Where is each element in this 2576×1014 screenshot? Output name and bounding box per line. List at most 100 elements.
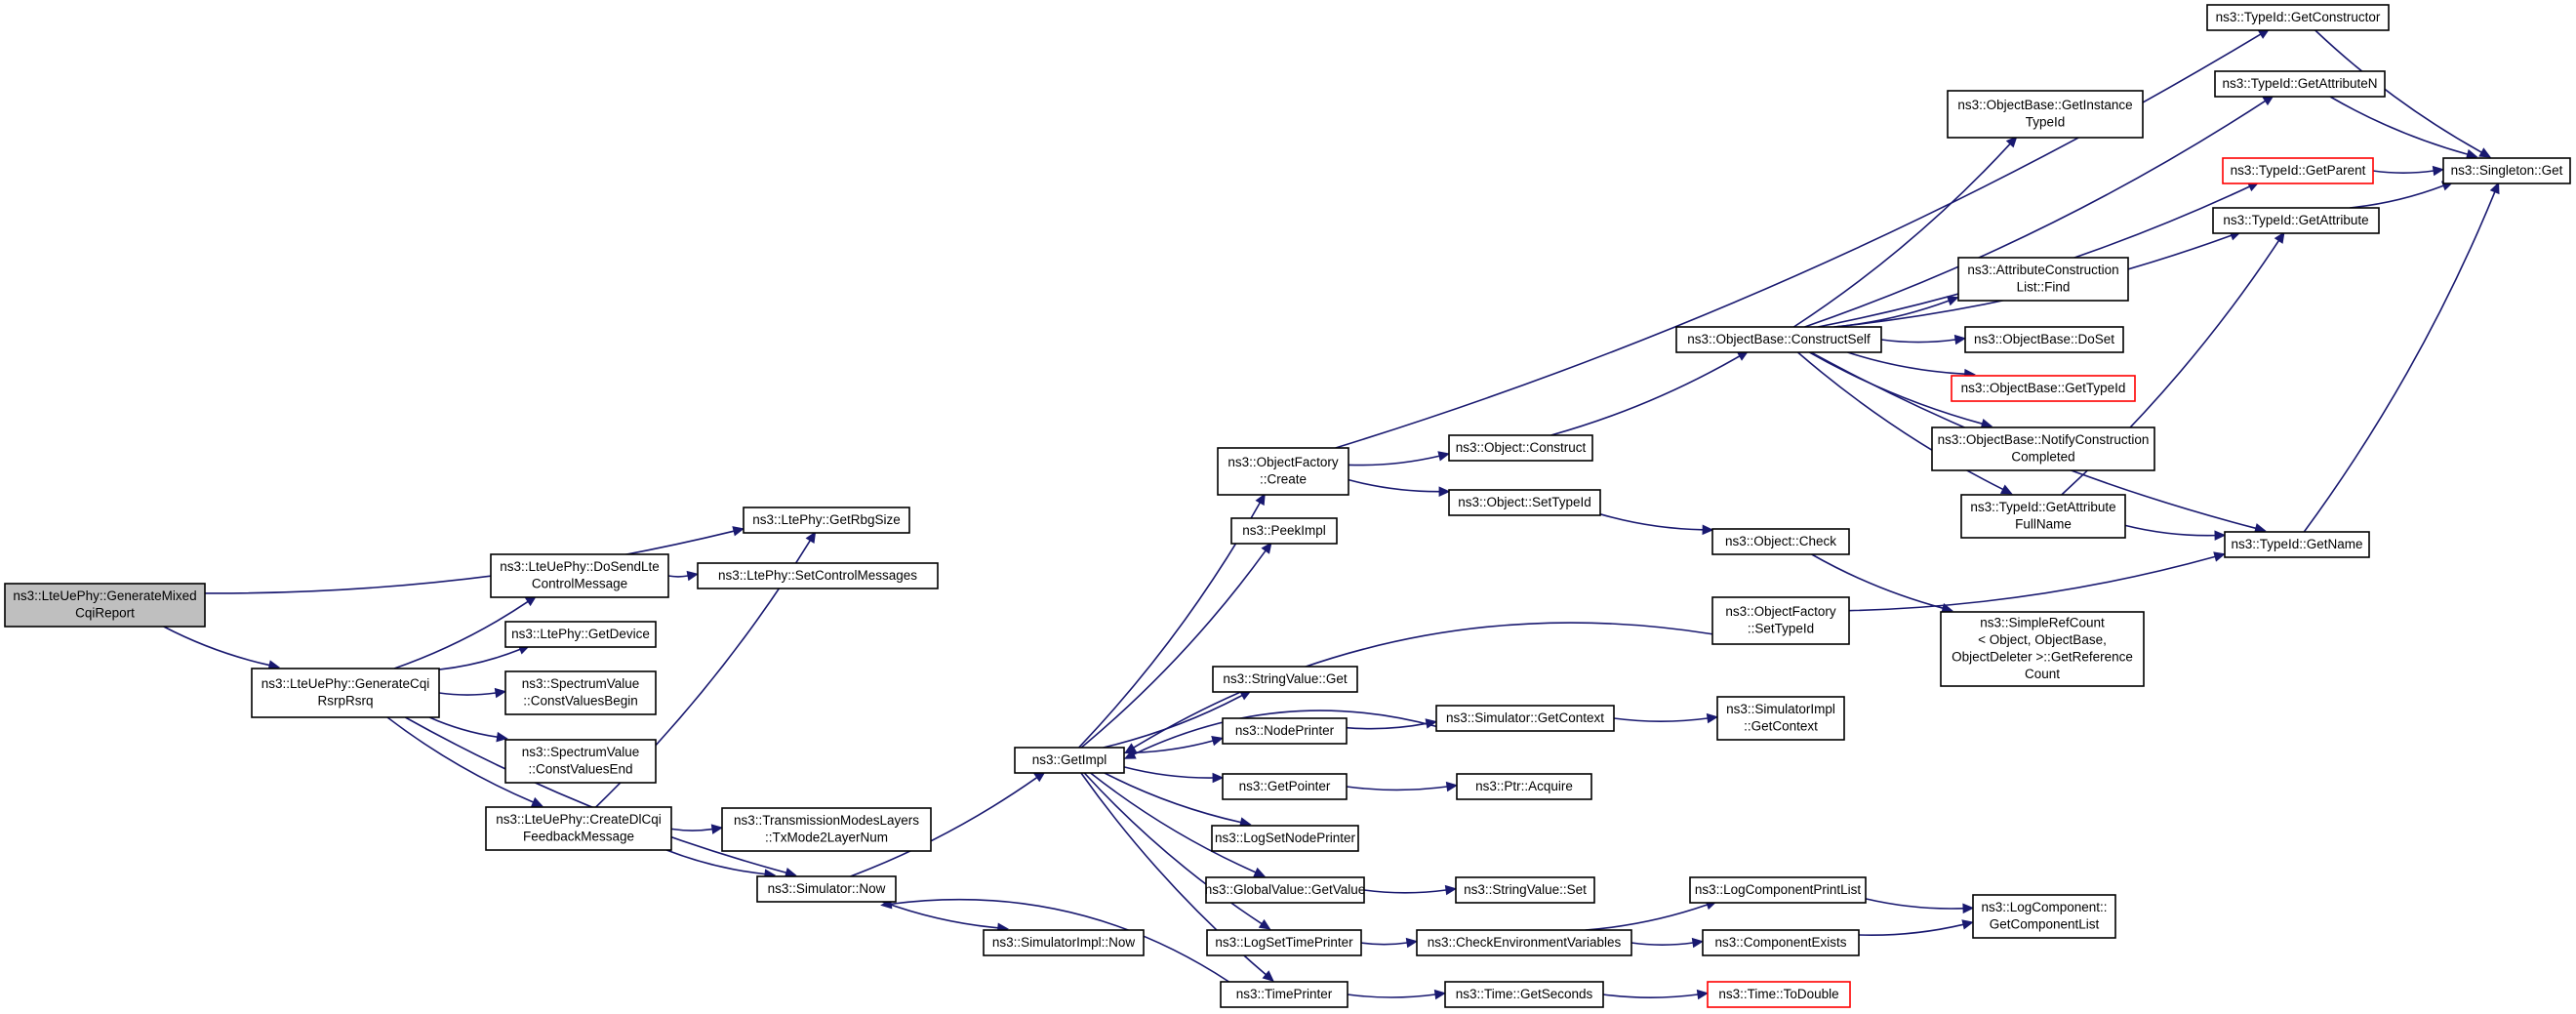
- node-box: [1448, 434, 1593, 462]
- node-box: [504, 621, 657, 648]
- node-ns3-simulator-getcontext[interactable]: ns3::Simulator::GetContext: [1435, 705, 1615, 732]
- node-label: ns3::ComponentExists: [1714, 935, 1846, 950]
- node-ns3-object-settypeid[interactable]: ns3::Object::SetTypeId: [1448, 489, 1601, 516]
- node-ns3-transmissionmodeslayers-txmode2layernum[interactable]: ns3::TransmissionModesLayers::TxMode2Lay…: [721, 807, 932, 852]
- node-ns3-object-check[interactable]: ns3::Object::Check: [1711, 528, 1850, 555]
- node-ns3-stringvalue-set[interactable]: ns3::StringValue::Set: [1455, 876, 1595, 904]
- node-label: ns3::LteUePhy::CreateDlCqi: [496, 812, 662, 827]
- edge-n29-to-n39: [1847, 351, 1976, 380]
- node-label: FeedbackMessage: [523, 830, 634, 844]
- node-ns3-lteuephy-createdlcqifeedbackmessage[interactable]: ns3::LteUePhy::CreateDlCqiFeedbackMessag…: [485, 806, 672, 851]
- node-ns3-peekimpl[interactable]: ns3::PeekImpl: [1230, 517, 1338, 545]
- node-box: [2212, 207, 2380, 234]
- edge-n1-to-n7: [428, 716, 508, 743]
- edge-n29-to-n46: [1817, 182, 2260, 328]
- node-ns3-objectbase-notifyconstructioncompleted[interactable]: ns3::ObjectBase::NotifyConstructionCompl…: [1931, 426, 2155, 471]
- node-label: ns3::GetPointer: [1239, 779, 1331, 793]
- node-ns3-ltephy-setcontrolmessages[interactable]: ns3::LtePhy::SetControlMessages: [697, 562, 939, 589]
- node-ns3-logcomponentprintlist[interactable]: ns3::LogComponentPrintList: [1689, 876, 1867, 904]
- node-label: ns3::TypeId::GetAttributeN: [2222, 76, 2377, 91]
- node-ns3-ltephy-getrbgsize[interactable]: ns3::LtePhy::GetRbgSize: [743, 507, 910, 534]
- node-box: [2224, 531, 2370, 558]
- node-box: [1675, 326, 1882, 353]
- node-label: ns3::SimpleRefCount: [1980, 616, 2105, 630]
- node-box: [1964, 326, 2124, 353]
- node-ns3-globalvalue-getvalue[interactable]: ns3::GlobalValue::GetValue: [1205, 876, 1366, 904]
- node-ns3-objectbase-doset[interactable]: ns3::ObjectBase::DoSet: [1964, 326, 2124, 353]
- node-ns3-logcomponent-getcomponentlist[interactable]: ns3::LogComponent::GetComponentList: [1972, 894, 2116, 939]
- node-box: [2214, 70, 2386, 98]
- edge-n34-to-n43: [1858, 919, 1974, 936]
- node-box: [1206, 929, 1362, 956]
- node-box: [1711, 528, 1850, 555]
- node-ns3-checkenvironmentvariables[interactable]: ns3::CheckEnvironmentVariables: [1416, 929, 1632, 956]
- node-ns3-logsetnodeprinter[interactable]: ns3::LogSetNodePrinter: [1211, 825, 1359, 852]
- node-box: [697, 562, 939, 589]
- edge-n21-to-n28: [1347, 989, 1447, 1000]
- edge-n12-to-n18: [1104, 772, 1252, 828]
- node-label: ns3::LogSetTimePrinter: [1215, 935, 1353, 950]
- node-label: ::ConstValuesEnd: [528, 762, 632, 777]
- node-box: [490, 553, 669, 598]
- node-box: [983, 929, 1145, 956]
- node-ns3-time-getseconds[interactable]: ns3::Time::GetSeconds: [1444, 981, 1604, 1008]
- edge-n19-to-n26: [1363, 884, 1458, 896]
- node-ns3-typeid-getattributen[interactable]: ns3::TypeId::GetAttributeN: [2214, 70, 2386, 98]
- node-ns3-typeid-getconstructor[interactable]: ns3::TypeId::GetConstructor: [2206, 4, 2390, 31]
- node-ns3-spectrumvalue-constvaluesbegin[interactable]: ns3::SpectrumValue::ConstValuesBegin: [504, 670, 657, 715]
- node-ns3-simulator-now[interactable]: ns3::Simulator::Now: [756, 875, 897, 903]
- edge-n1-to-n5: [438, 644, 531, 670]
- node-label: FullName: [2015, 517, 2072, 532]
- node-ns3-getimpl[interactable]: ns3::GetImpl: [1014, 747, 1125, 774]
- node-ns3-timeprinter[interactable]: ns3::TimePrinter: [1220, 981, 1348, 1008]
- node-box: [1205, 876, 1365, 904]
- node-ns3-objectfactory-create[interactable]: ns3::ObjectFactory::Create: [1217, 447, 1349, 496]
- node-label: < Object, ObjectBase,: [1978, 632, 2107, 647]
- node-label: ns3::TypeId::GetConstructor: [2216, 10, 2381, 24]
- node-label: ns3::SpectrumValue: [522, 745, 640, 759]
- node-box: [1212, 666, 1358, 693]
- node-ns3-objectfactory-settypeid[interactable]: ns3::ObjectFactory::SetTypeId: [1711, 596, 1850, 645]
- node-ns3-spectrumvalue-constvaluesend[interactable]: ns3::SpectrumValue::ConstValuesEnd: [504, 739, 657, 784]
- node-ns3-typeid-getattribute[interactable]: ns3::TypeId::GetAttribute: [2212, 207, 2380, 234]
- edge-n20-to-n27: [1360, 937, 1419, 949]
- node-box: [1220, 981, 1348, 1008]
- edge-n13-to-n22: [1348, 451, 1450, 466]
- node-ns3-componentexists[interactable]: ns3::ComponentExists: [1702, 929, 1860, 956]
- node-ns3-simulatorimpl-getcontext[interactable]: ns3::SimulatorImpl::GetContext: [1716, 696, 1845, 741]
- node-label: ns3::StringValue::Set: [1464, 882, 1587, 897]
- node-label: ns3::TypeId::GetAttribute: [2223, 213, 2368, 227]
- edge-n17-to-n25: [1346, 781, 1459, 792]
- node-box: [1211, 825, 1359, 852]
- node-ns3-getpointer[interactable]: ns3::GetPointer: [1222, 773, 1348, 800]
- node-label: ns3::Simulator::GetContext: [1446, 710, 1604, 725]
- node-ns3-singleton-get[interactable]: ns3::Singleton::Get: [2442, 157, 2571, 184]
- node-ns3-objectbase-gettypeid[interactable]: ns3::ObjectBase::GetTypeId: [1951, 375, 2136, 402]
- edge-n31-to-n12: [1124, 622, 1713, 753]
- node-ns3-ltephy-getdevice[interactable]: ns3::LtePhy::GetDevice: [504, 621, 657, 648]
- node-label: ns3::StringValue::Get: [1223, 671, 1348, 686]
- node-ns3-logsettimeprinter[interactable]: ns3::LogSetTimePrinter: [1206, 929, 1362, 956]
- edge-n45-to-n49: [2329, 96, 2478, 160]
- node-box: [1217, 447, 1349, 496]
- node-ns3-time-todouble[interactable]: ns3::Time::ToDouble: [1707, 981, 1851, 1008]
- node-ns3-object-construct[interactable]: ns3::Object::Construct: [1448, 434, 1593, 462]
- node-ns3-objectbase-constructself[interactable]: ns3::ObjectBase::ConstructSelf: [1675, 326, 1882, 353]
- node-ns3-nodeprinter[interactable]: ns3::NodePrinter: [1222, 717, 1348, 745]
- node-ns3-simplerefcount-object-objectbase-objectdeleter-getreferencecount[interactable]: ns3::SimpleRefCount< Object, ObjectBase,…: [1940, 611, 2145, 687]
- node-ns3-typeid-getparent[interactable]: ns3::TypeId::GetParent: [2222, 157, 2374, 184]
- node-label: ns3::ObjectBase::ConstructSelf: [1687, 332, 1871, 346]
- node-label: ns3::TypeId::GetParent: [2231, 163, 2366, 178]
- edge-n24-to-n32: [1613, 712, 1719, 724]
- node-ns3-stringvalue-get[interactable]: ns3::StringValue::Get: [1212, 666, 1358, 693]
- edge-n46-to-n49: [2372, 165, 2445, 177]
- node-ns3-typeid-getname[interactable]: ns3::TypeId::GetName: [2224, 531, 2370, 558]
- node-ns3-ptr-acquire[interactable]: ns3::Ptr::Acquire: [1456, 773, 1592, 800]
- node-ns3-simulatorimpl-now[interactable]: ns3::SimulatorImpl::Now: [983, 929, 1145, 956]
